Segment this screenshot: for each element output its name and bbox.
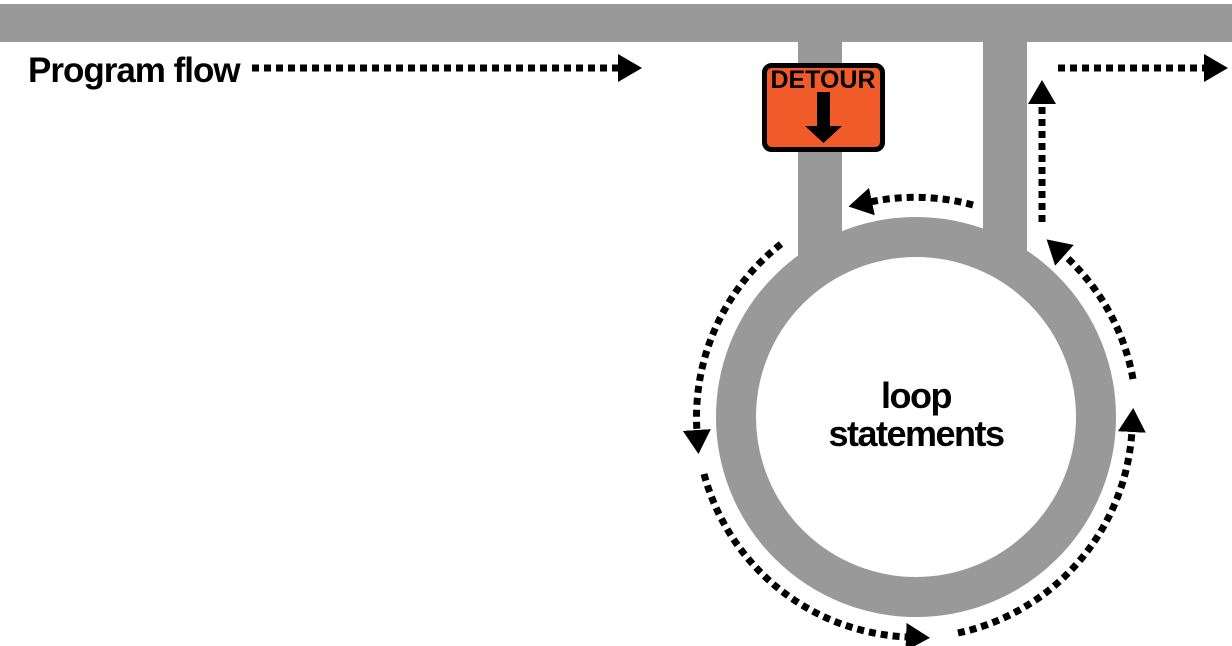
top-road-bar bbox=[0, 4, 1232, 42]
loop-upper-right-exit-arrow-icon bbox=[1046, 239, 1137, 380]
loop-right-up-arrow-icon bbox=[957, 408, 1146, 637]
detour-sign: DETOUR bbox=[762, 63, 885, 152]
loop-top-repeat-left-arrow-icon bbox=[848, 187, 974, 216]
loop-ring-road bbox=[716, 217, 1116, 617]
detour-sign-text: DETOUR bbox=[770, 66, 875, 94]
loop-bottom-right-arrow-icon bbox=[700, 473, 930, 646]
loop-left-down-arrow-icon bbox=[682, 241, 784, 454]
program-flow-label: Program flow bbox=[28, 51, 241, 90]
loop-label-line1: loop bbox=[881, 375, 951, 416]
detour-down-arrow-icon bbox=[805, 92, 842, 143]
right-road bbox=[983, 4, 1027, 270]
loop-label-line2: statements bbox=[828, 413, 1004, 454]
